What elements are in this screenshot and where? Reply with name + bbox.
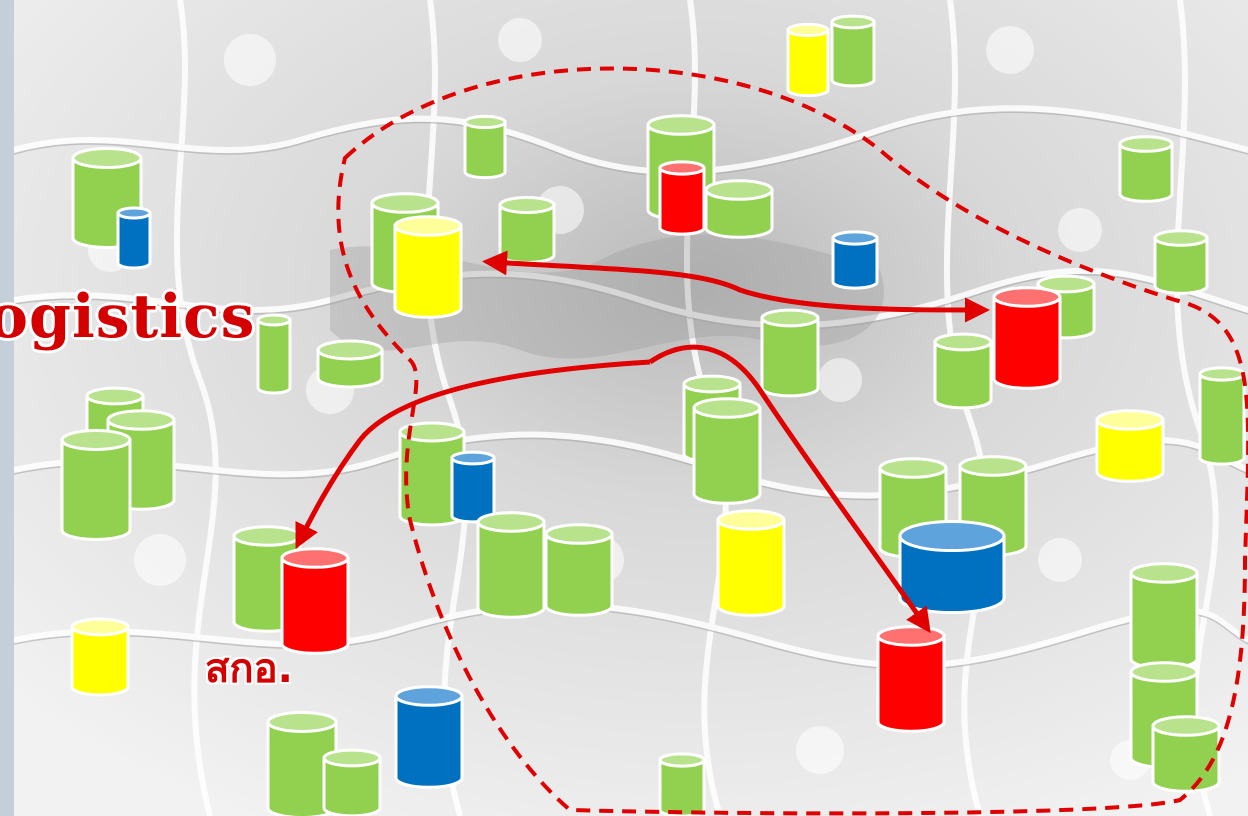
database-cylinder-icon [898, 519, 1006, 615]
database-cylinder-icon [60, 428, 132, 542]
database-cylinder-icon [830, 14, 876, 88]
dashed-boundary [336, 66, 1248, 816]
database-cylinder-icon [256, 313, 292, 395]
database-cylinder-icon [316, 339, 384, 389]
database-cylinder-icon [876, 625, 946, 733]
database-cylinder-icon [450, 450, 496, 524]
slide-left-border [0, 0, 14, 816]
database-cylinder-icon [760, 308, 820, 398]
database-cylinder-icon [476, 511, 546, 619]
database-cylinder-icon [658, 160, 706, 236]
database-cylinder-icon [692, 397, 762, 505]
database-cylinder-icon [322, 748, 382, 816]
database-cylinder-icon [1153, 229, 1209, 295]
database-cylinder-icon [393, 215, 463, 319]
database-cylinder-icon [786, 22, 830, 98]
curved-arrow-right [648, 344, 931, 634]
database-cylinder-icon [280, 547, 350, 655]
database-cylinder-icon [831, 230, 879, 290]
database-cylinder-icon [1095, 409, 1165, 483]
logistics-label: ogistics [0, 282, 256, 352]
database-cylinder-icon [116, 206, 152, 270]
database-cylinder-icon [933, 332, 993, 410]
thai-organization-label: สกอ. [205, 646, 293, 692]
database-cylinder-icon [498, 195, 556, 265]
database-cylinder-icon [1118, 135, 1174, 203]
database-cylinder-icon [716, 509, 786, 617]
database-cylinder-icon [1151, 715, 1221, 793]
database-cylinder-icon [70, 617, 130, 697]
database-cylinder-icon [1198, 366, 1246, 466]
database-cylinder-icon [704, 179, 774, 239]
database-cylinder-icon [992, 286, 1062, 390]
database-cylinder-icon [394, 685, 464, 789]
database-cylinder-icon [398, 421, 466, 527]
database-cylinder-icon [544, 523, 614, 617]
curved-arrow-left [295, 359, 651, 549]
database-cylinder-icon [658, 752, 706, 816]
database-cylinder-icon [463, 114, 507, 180]
database-cylinder-icon [1129, 562, 1199, 670]
puzzle-background [14, 0, 1248, 816]
bidirectional-arrow [482, 250, 990, 323]
